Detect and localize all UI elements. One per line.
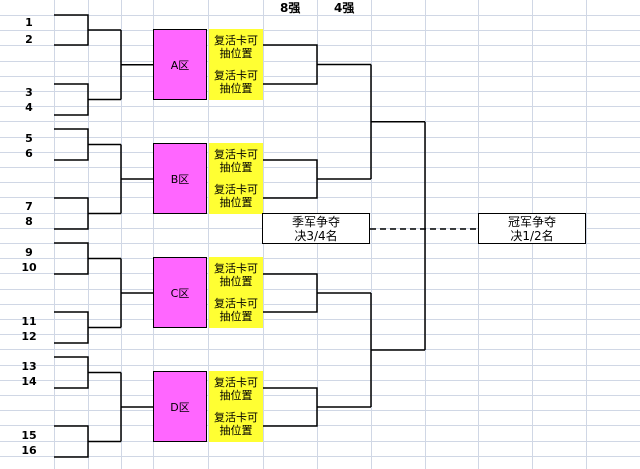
zone-b-revive: 复活卡可 抽位置 复活卡可 抽位置 <box>209 143 263 214</box>
zone-d-revive-upper: 复活卡可 抽位置 <box>214 376 258 402</box>
match-bracket <box>54 242 121 275</box>
match-bracket <box>54 83 121 116</box>
zone-bracket <box>120 372 153 442</box>
match-bracket <box>54 311 121 344</box>
zone-a-revive: 复活卡可 抽位置 复活卡可 抽位置 <box>209 29 263 100</box>
zone-c: C区 <box>153 257 207 328</box>
revive-text: 复活卡可 <box>214 261 258 275</box>
seed-6: 6 <box>25 147 33 160</box>
zone-c-revive: 复活卡可 抽位置 复活卡可 抽位置 <box>209 257 263 328</box>
round-of-4-header: 4强 <box>334 1 355 15</box>
revive-text: 复活卡可 <box>214 297 258 311</box>
seed-7: 7 <box>25 200 33 213</box>
quarterfinal-bracket <box>263 44 371 85</box>
zone-c-revive-lower: 复活卡可 抽位置 <box>214 297 258 323</box>
revive-text: 复活卡可 <box>214 183 258 197</box>
zone-a-label: A区 <box>170 58 190 72</box>
quarterfinal-bracket <box>263 273 371 313</box>
seed-10: 10 <box>21 261 37 274</box>
zone-b-revive-lower: 复活卡可 抽位置 <box>214 183 258 209</box>
zone-a-revive-lower: 复活卡可 抽位置 <box>214 69 258 95</box>
revive-text: 复活卡可 <box>214 33 258 47</box>
revive-text: 抽位置 <box>219 82 253 96</box>
zone-d: D区 <box>153 371 207 442</box>
zone-d-revive: 复活卡可 抽位置 复活卡可 抽位置 <box>209 371 263 442</box>
revive-text: 复活卡可 <box>214 147 258 161</box>
third-place-box: 季军争夺 决3/4名 <box>262 213 370 244</box>
zone-c-label: C区 <box>170 286 190 300</box>
revive-text: 抽位置 <box>219 424 253 438</box>
zone-d-revive-lower: 复活卡可 抽位置 <box>214 411 258 437</box>
revive-text: 复活卡可 <box>214 411 258 425</box>
revive-text: 复活卡可 <box>214 69 258 83</box>
zone-bracket <box>120 144 153 214</box>
quarterfinal-bracket <box>263 159 371 199</box>
seed-11: 11 <box>21 315 37 328</box>
zone-bracket <box>120 258 153 328</box>
seed-14: 14 <box>21 375 37 388</box>
final-line1: 冠军争夺 <box>507 214 556 229</box>
zone-b-label: B区 <box>170 172 190 186</box>
zone-bracket <box>120 30 153 100</box>
zone-b: B区 <box>153 143 207 214</box>
match-bracket <box>54 197 121 230</box>
semifinal-bracket <box>370 64 425 179</box>
revive-text: 抽位置 <box>219 196 253 210</box>
seed-5: 5 <box>25 132 33 145</box>
final-box: 冠军争夺 决1/2名 <box>478 213 586 244</box>
revive-text: 复活卡可 <box>214 375 258 389</box>
match-bracket <box>54 128 121 161</box>
semifinal-bracket <box>370 293 425 407</box>
seed-9: 9 <box>25 246 33 259</box>
quarterfinal-bracket <box>263 387 371 427</box>
revive-text: 抽位置 <box>219 274 253 288</box>
seed-12: 12 <box>21 330 37 343</box>
seed-3: 3 <box>25 86 33 99</box>
match-bracket <box>54 425 121 458</box>
third-place-line2: 决3/4名 <box>294 228 338 243</box>
revive-text: 抽位置 <box>219 310 253 324</box>
zone-c-revive-upper: 复活卡可 抽位置 <box>214 262 258 288</box>
seed-16: 16 <box>21 444 37 457</box>
seed-15: 15 <box>21 429 37 442</box>
zone-d-label: D区 <box>170 400 190 414</box>
seed-1: 1 <box>25 16 33 29</box>
zone-a: A区 <box>153 29 207 100</box>
revive-text: 抽位置 <box>219 46 253 60</box>
match-bracket <box>54 356 121 389</box>
seed-13: 13 <box>21 360 37 373</box>
zone-a-revive-upper: 复活卡可 抽位置 <box>214 34 258 60</box>
revive-text: 抽位置 <box>219 388 253 402</box>
zone-b-revive-upper: 复活卡可 抽位置 <box>214 148 258 174</box>
seed-4: 4 <box>25 101 33 114</box>
revive-text: 抽位置 <box>219 160 253 174</box>
round-of-8-header: 8强 <box>280 1 301 15</box>
match-bracket <box>54 14 121 46</box>
third-place-line1: 季军争夺 <box>291 214 340 229</box>
seed-8: 8 <box>25 215 33 228</box>
final-line2: 决1/2名 <box>510 228 554 243</box>
seed-2: 2 <box>25 33 33 46</box>
